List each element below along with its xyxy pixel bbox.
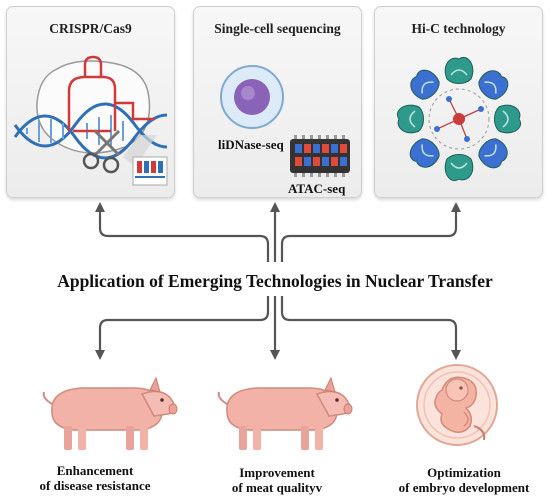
pig-part	[42, 391, 53, 405]
outcome-meat-quality: Improvement of meat qualityv	[202, 465, 352, 495]
pig-part	[64, 426, 72, 450]
single-cell-illustration	[220, 65, 350, 177]
cell-icon	[220, 65, 284, 129]
outcome-3-line2: of embryo development	[398, 480, 530, 495]
pig-part	[140, 426, 148, 450]
hic-panel-title: Hi-C technology	[411, 21, 506, 36]
outcome-2-line2: of meat qualityv	[231, 480, 323, 495]
single-cell-panel: Single-cell sequencing	[193, 6, 362, 198]
pig-part	[324, 376, 336, 393]
scissors-icon	[82, 129, 121, 174]
hic-panel: Hi-C technology	[374, 6, 543, 198]
chromatin-lobe	[478, 138, 508, 169]
chromatin-lobe	[444, 154, 474, 181]
pig-icon	[42, 376, 178, 450]
chromatin-lobe	[494, 104, 521, 134]
outcome-2-line1: Improvement	[239, 465, 315, 480]
pig-part	[168, 403, 178, 415]
chromatin-lobe	[397, 104, 424, 134]
pig-part	[78, 426, 86, 450]
atac-seq-label: ATAC-seq	[288, 181, 346, 196]
chromatin-lobe	[410, 69, 440, 100]
pig-part	[315, 426, 323, 450]
pig-icon	[217, 376, 353, 450]
pig-part	[239, 426, 247, 450]
guide-rna-icon	[67, 55, 155, 133]
outcome-disease-resistance: Enhancement of disease resistance	[20, 463, 170, 493]
chromatin-lobe	[444, 57, 474, 84]
crispr-illustration	[13, 55, 168, 186]
crispr-panel: CRISPR/Cas9	[6, 6, 175, 198]
outcome-embryo-development: Optimization of embryo development	[384, 465, 544, 495]
outcome-1-line2: of disease resistance	[39, 478, 151, 493]
dnase-seq-label: liDNase-seq	[218, 137, 284, 152]
arrow-to-hic	[280, 202, 461, 262]
pig-part	[126, 426, 134, 450]
outcome-3-line1: Optimization	[427, 465, 501, 480]
single-cell-panel-title: Single-cell sequencing	[214, 21, 341, 36]
arrow-to-embryo	[280, 296, 461, 360]
chromatin-lobe	[478, 70, 509, 100]
arrow-to-disease	[95, 296, 270, 360]
pig-part	[149, 376, 161, 393]
arrow-to-crispr	[95, 202, 270, 262]
pig-part	[301, 426, 309, 450]
embryo-icon	[416, 364, 498, 446]
chromatin-lobe	[409, 138, 440, 168]
chip-icon	[290, 135, 350, 177]
dna-zoom-icon	[123, 135, 168, 186]
pig-part	[217, 391, 228, 405]
pig-part	[160, 398, 164, 402]
pig-part	[253, 426, 261, 450]
chromatin-loop-icon	[397, 57, 521, 181]
outcome-1-line1: Enhancement	[56, 463, 134, 478]
pig-part	[343, 403, 353, 415]
main-title: Application of Emerging Technologies in …	[57, 271, 493, 291]
dna-helix-icon	[13, 102, 168, 160]
pig-part	[335, 398, 339, 402]
crispr-panel-title: CRISPR/Cas9	[49, 21, 132, 36]
